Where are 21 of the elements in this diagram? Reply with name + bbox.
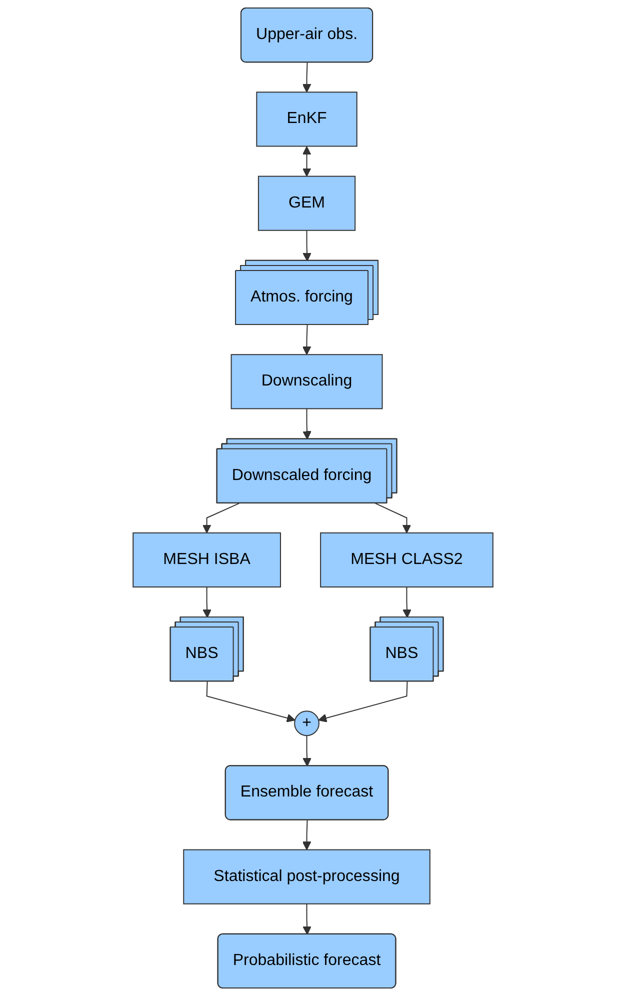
arrow xyxy=(302,62,312,93)
arrow xyxy=(374,502,412,534)
node-box: Downscaling xyxy=(230,354,383,410)
arrow xyxy=(302,903,312,935)
node-circle: + xyxy=(294,710,320,736)
arrow xyxy=(302,146,312,177)
arrow xyxy=(302,735,312,767)
arrow xyxy=(302,408,312,440)
arrow xyxy=(206,681,296,722)
arrow xyxy=(202,586,212,618)
node-box: EnKF xyxy=(256,92,358,147)
node-box: GEM xyxy=(258,176,356,231)
arrow xyxy=(302,820,312,850)
arrow xyxy=(402,586,412,618)
arrow xyxy=(302,324,312,355)
node-box: MESH ISBA xyxy=(132,532,281,588)
arrow xyxy=(302,230,312,262)
arrow xyxy=(318,681,408,722)
arrow xyxy=(202,502,240,534)
node-box: MESH CLASS2 xyxy=(320,532,494,588)
node-box: Statistical post-processing xyxy=(183,849,430,904)
